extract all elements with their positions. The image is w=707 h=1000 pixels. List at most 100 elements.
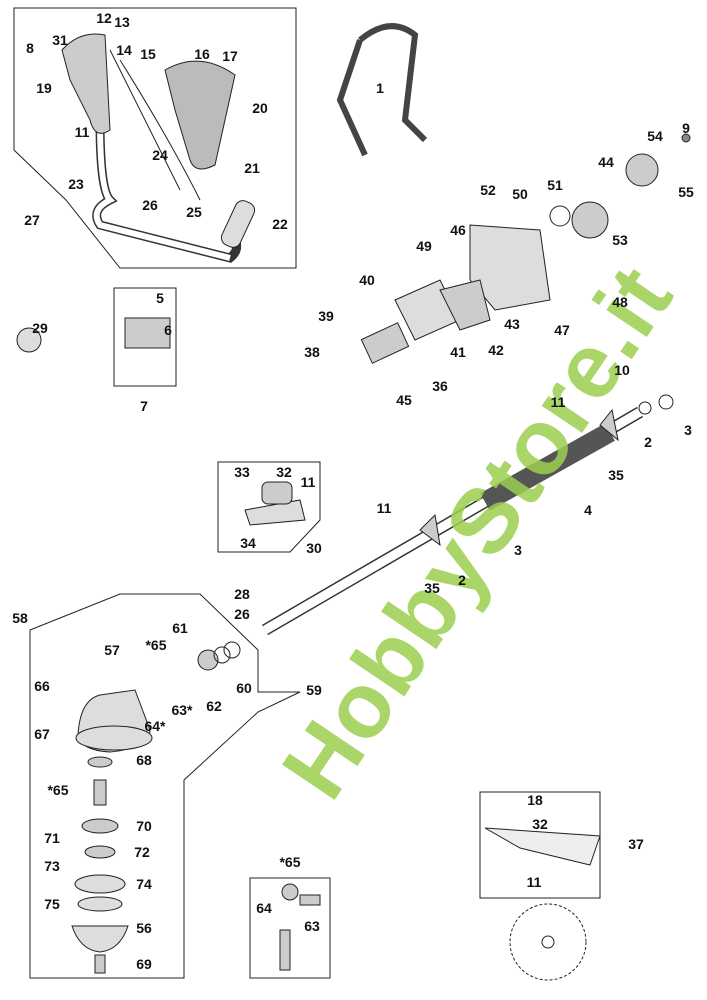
part-label: 30 <box>306 540 322 556</box>
part-label: 26 <box>234 606 250 622</box>
harness <box>336 23 428 157</box>
gearhead-group-box <box>29 593 301 979</box>
part-label: 7 <box>140 398 148 414</box>
part-label: 56 <box>136 920 152 936</box>
part-label: 28 <box>234 586 250 602</box>
part-label: 1 <box>376 80 384 96</box>
part-label: 40 <box>359 272 375 288</box>
part-label: 19 <box>36 80 52 96</box>
part-label: 57 <box>104 642 120 658</box>
part-label: 17 <box>222 48 238 64</box>
part-label: 20 <box>252 100 268 116</box>
part-label: 23 <box>68 176 84 192</box>
part-label: 54 <box>647 128 663 144</box>
part-label: 49 <box>416 238 432 254</box>
control-handle <box>164 60 236 170</box>
part-label: 50 <box>512 186 528 202</box>
part-label: 74 <box>136 876 152 892</box>
part-label: 64 <box>256 900 272 916</box>
grip <box>220 200 256 248</box>
part-label: 5 <box>156 290 164 306</box>
part-label: 52 <box>480 182 496 198</box>
part-label: 67 <box>34 726 50 742</box>
part-label: 35 <box>608 467 624 483</box>
part-label: 12 <box>96 10 112 26</box>
part-label: 9 <box>682 120 690 136</box>
part-label: 29 <box>32 320 48 336</box>
part-label: *65 <box>145 637 167 653</box>
part-label: 25 <box>186 204 202 220</box>
part-label: 44 <box>598 154 614 170</box>
part-label: 39 <box>318 308 334 324</box>
part-label: 32 <box>532 816 548 832</box>
saw-blade <box>509 903 587 981</box>
part-label: 53 <box>612 232 628 248</box>
part-label: 60 <box>236 680 252 696</box>
part-label: 68 <box>136 752 152 768</box>
part-label: 36 <box>432 378 448 394</box>
part-label: 66 <box>34 678 50 694</box>
part-label: 38 <box>304 344 320 360</box>
part-label: 11 <box>550 394 566 410</box>
clutch-housing <box>469 224 551 311</box>
part-label: 64* <box>144 718 166 734</box>
blade <box>484 827 601 866</box>
part-label: 11 <box>376 500 392 516</box>
part-label: 42 <box>488 342 504 358</box>
part-label: 51 <box>547 177 563 193</box>
bracket-group-box <box>217 461 321 553</box>
part-label: *65 <box>47 782 69 798</box>
part-label: 14 <box>116 42 132 58</box>
handle-group-box <box>13 7 297 269</box>
part-label: 22 <box>272 216 288 232</box>
part-label: 70 <box>136 818 152 834</box>
part-label: 31 <box>52 32 68 48</box>
part-label: 4 <box>584 502 592 518</box>
part-label: 62 <box>206 698 222 714</box>
clamp-group-box <box>113 287 177 387</box>
clutch-drum <box>571 201 609 239</box>
part-label: 21 <box>244 160 260 176</box>
part-label: 45 <box>396 392 412 408</box>
part-label: 11 <box>300 474 316 490</box>
part-label: 6 <box>164 322 172 338</box>
part-label: 10 <box>614 362 630 378</box>
throttle-grip <box>61 33 111 134</box>
part-label: 47 <box>554 322 570 338</box>
part-label: 33 <box>234 464 250 480</box>
part-label: 71 <box>44 830 60 846</box>
part-label: 46 <box>450 222 466 238</box>
part-label: 73 <box>44 858 60 874</box>
part-label: 18 <box>527 792 543 808</box>
part-label: 3 <box>514 542 522 558</box>
part-label: 48 <box>612 294 628 310</box>
part-label: 11 <box>74 124 90 140</box>
part-label: 15 <box>140 46 156 62</box>
part-label: 8 <box>26 40 34 56</box>
part-label: 59 <box>306 682 322 698</box>
part-label: 16 <box>194 46 210 62</box>
part-label: 26 <box>142 197 158 213</box>
part-label: 72 <box>134 844 150 860</box>
part-label: 43 <box>504 316 520 332</box>
part-label: 41 <box>450 344 466 360</box>
part-label: 24 <box>152 147 168 163</box>
part-label: 75 <box>44 896 60 912</box>
part-label: 34 <box>240 535 256 551</box>
part-label: 27 <box>24 212 40 228</box>
part-label: 69 <box>136 956 152 972</box>
gear-kit-box <box>249 877 331 979</box>
part-label: 63 <box>304 918 320 934</box>
part-label: 32 <box>276 464 292 480</box>
blade-group-box <box>479 791 601 899</box>
part-label: 37 <box>628 836 644 852</box>
part-label: 2 <box>644 434 652 450</box>
part-label: 35 <box>424 580 440 596</box>
part-label: *65 <box>279 854 301 870</box>
part-label: 13 <box>114 14 130 30</box>
part-label: 63* <box>171 702 193 718</box>
part-label: 55 <box>678 184 694 200</box>
part-label: 2 <box>458 572 466 588</box>
